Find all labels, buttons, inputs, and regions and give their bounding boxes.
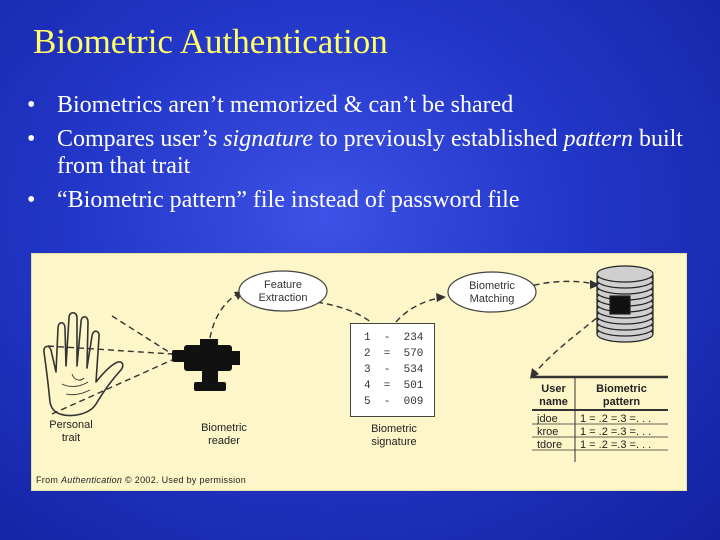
table-cell-pattern: 1 = .2 =.3 =. . .: [580, 426, 652, 438]
bullet-item: • Biometrics aren’t memorized & can’t be …: [27, 92, 707, 119]
bullet-marker: •: [27, 126, 36, 152]
biometric-signature-label: Biometric signature: [362, 423, 426, 449]
bullet-marker: •: [27, 92, 36, 118]
biometric-signature-line-2: signature: [371, 436, 417, 448]
signature-value: 5 - 009: [364, 396, 424, 408]
signature-box: 1 - 234 2 = 570 3 - 534 4 = 501 5 - 009: [350, 323, 435, 417]
bullet-item: • “Biometric pattern” file instead of pas…: [27, 187, 707, 214]
scan-cone: [47, 315, 173, 415]
feature-extraction-label: Feature Extraction: [254, 279, 312, 305]
biometric-signature-line-1: Biometric: [371, 423, 417, 435]
bullet-text: Compares user’s: [57, 126, 224, 152]
signature-value: 1 - 234: [364, 332, 424, 344]
personal-trait-line-2: trait: [61, 432, 81, 444]
authentication-diagram: Feature Extraction Biometric Matching 1 …: [31, 253, 687, 491]
table-header-user-line-2: name: [539, 396, 568, 408]
biometric-matching-line-2: Matching: [469, 293, 515, 305]
personal-trait-line-1: Personal: [49, 419, 93, 431]
feature-extraction-line-2: Extraction: [258, 292, 308, 304]
table-cell-pattern: 1 = .2 =.3 =. . .: [580, 439, 652, 451]
credit-prefix: From: [36, 475, 61, 485]
credit-suffix: © 2002. Used by permission: [122, 475, 247, 485]
bullet-text: Biometrics aren’t memorized & can’t be s…: [57, 92, 514, 118]
bullet-text: to previously established: [312, 126, 564, 152]
feature-extraction-oval: [238, 270, 328, 312]
bullet-text: “Biometric pattern” file instead of pass…: [57, 187, 520, 213]
table-cell-user: kroe: [537, 426, 559, 438]
feature-extraction-line-1: Feature: [264, 279, 302, 291]
database-icon: [596, 265, 654, 343]
biometric-matching-oval: [447, 271, 537, 313]
signature-value: 3 - 534: [364, 364, 424, 376]
bullet-list: • Biometrics aren’t memorized & can’t be …: [27, 92, 707, 221]
table-header-pattern: Biometric pattern: [575, 383, 668, 409]
slide-title: Biometric Authentication: [33, 22, 388, 61]
bullet-item: • Compares user’s signature to previously…: [27, 126, 707, 180]
table-header-pattern-line-2: pattern: [602, 396, 641, 408]
bullet-marker: •: [27, 187, 36, 213]
signature-value: 2 = 570: [364, 348, 424, 360]
signature-value: 4 = 501: [364, 380, 424, 392]
bullet-text: pattern: [563, 126, 633, 152]
biometric-matching-line-1: Biometric: [469, 280, 515, 292]
table-header-user-line-1: User: [541, 383, 566, 395]
biometric-reader-line-1: Biometric: [201, 422, 247, 434]
bullet-text: built from that trait: [57, 126, 683, 179]
hand-icon: [43, 311, 124, 417]
bullet-text: signature: [223, 126, 313, 152]
figure-credit: From Authentication © 2002. Used by perm…: [36, 475, 246, 485]
table-header-user: User name: [532, 383, 575, 409]
table-grid: [532, 375, 668, 462]
camera-icon: [172, 339, 240, 391]
biometric-matching-label: Biometric Matching: [463, 280, 521, 306]
table-cell-user: jdoe: [537, 413, 558, 425]
credit-book-title: Authentication: [61, 475, 123, 485]
personal-trait-label: Personal trait: [40, 419, 102, 445]
diagram-graphics: [43, 265, 668, 462]
biometric-reader-label: Biometric reader: [192, 422, 256, 448]
table-header-pattern-line-1: Biometric: [596, 383, 647, 395]
biometric-reader-line-2: reader: [208, 435, 240, 447]
table-cell-user: tdore: [537, 439, 563, 451]
table-cell-pattern: 1 = .2 =.3 =. . .: [580, 413, 652, 425]
